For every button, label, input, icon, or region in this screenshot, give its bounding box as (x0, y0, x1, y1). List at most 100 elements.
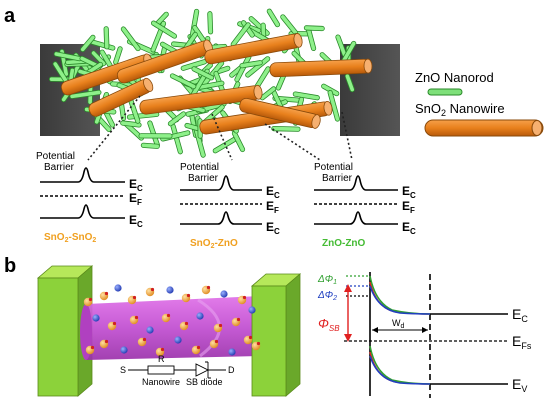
red-dot (134, 315, 139, 320)
red-dot (132, 295, 137, 300)
blue-particle (114, 284, 122, 292)
zno-nanorod (167, 111, 187, 127)
zno-nanorod (271, 126, 301, 132)
red-dot (142, 337, 147, 342)
ec2-label-2: EC (266, 220, 280, 236)
blue-particle (92, 314, 100, 322)
potential-barrier-label-1: Potential (36, 151, 75, 162)
right-electrode-block (250, 273, 302, 397)
sno2-nanowire (116, 39, 213, 84)
blue-particle (146, 326, 154, 334)
red-dot (214, 339, 219, 344)
ef-label-1: EF (129, 191, 142, 207)
sno2-nanowire (139, 84, 263, 115)
ev-band-label: EV (512, 376, 527, 394)
ec2-curve-1 (40, 204, 125, 219)
ev-curve-green (369, 345, 431, 385)
legend: ZnO Nanorod SnO2 Nanowire (415, 70, 544, 137)
junction-pointers (87, 95, 353, 161)
sno2-nanowire-network (60, 33, 373, 135)
zno-nanorod (90, 50, 107, 67)
blue-particle (248, 306, 256, 314)
red-dot (104, 291, 109, 296)
blue-particle (220, 290, 228, 298)
zno-nanorod (207, 11, 214, 35)
ec-curve-green (369, 275, 431, 315)
blue-particle (166, 286, 174, 294)
zno-nanorod (306, 27, 317, 52)
potential-barrier-label-3b: Barrier (322, 173, 353, 184)
red-dot (112, 321, 117, 326)
zno-nanorod (303, 25, 325, 32)
ec2-curve-3 (314, 211, 398, 225)
sno2-nanowire (239, 97, 321, 129)
nanowire-label: Nanowire (142, 377, 180, 387)
legend-sno2-label: SnO2 Nanowire (415, 101, 505, 118)
red-dot (186, 293, 191, 298)
diode-symbol (195, 361, 226, 379)
zno-nanorod (292, 91, 320, 101)
sno2-nanowire (204, 33, 303, 65)
sno2-nanowire (269, 58, 373, 78)
legend-sno2-swatch (424, 119, 544, 137)
sno2-nanowire (88, 77, 154, 117)
ec2-label-1: EC (129, 213, 143, 229)
red-dot (196, 345, 201, 350)
zno-nanorod (69, 89, 102, 99)
ec-curve-3 (314, 175, 398, 191)
ec-curve-blue (369, 285, 431, 315)
zno-nanorod (120, 26, 141, 52)
ec-label-1: EC (129, 177, 143, 193)
delta-phi-2-label: ΔΦ2 (317, 290, 337, 302)
ef-label-3: EF (402, 199, 415, 215)
ec-label-2: EC (266, 184, 280, 200)
panel-a-label: a (4, 5, 16, 27)
resistor-symbol (147, 365, 175, 375)
red-dot (206, 285, 211, 290)
legend-zno-label: ZnO Nanorod (415, 70, 494, 85)
zno-nanorod (103, 26, 110, 50)
red-dot (104, 339, 109, 344)
ec-band-label: EC (512, 306, 528, 324)
red-dot (166, 313, 171, 318)
legend-zno-swatch (427, 88, 463, 96)
ec-label-3: EC (402, 184, 416, 200)
potential-barrier-label-2: Potential (180, 162, 219, 173)
red-dot (256, 341, 261, 346)
zno-nanorod (80, 34, 96, 53)
red-dot (160, 347, 165, 352)
circuit-s-label: S (120, 365, 126, 375)
zno-nanorod (266, 8, 281, 28)
zno-nanorod (239, 60, 263, 69)
ec-curve-1 (40, 167, 125, 183)
phi-sb-label: ΦSB (318, 316, 340, 333)
zno-nanorod (150, 20, 178, 39)
circuit-d-label: D (228, 365, 235, 375)
adsorbed-particles (83, 284, 261, 357)
zno-nanorod (259, 86, 277, 101)
ec-curve-2 (180, 175, 262, 191)
sb-diode-label: SB diode (186, 377, 223, 387)
efs-band-label: EFs (512, 333, 532, 351)
nanowire-body (80, 296, 266, 360)
blue-particle (196, 312, 204, 320)
red-dot (88, 297, 93, 302)
junction-title-1: SnO2-SnO2 (44, 232, 96, 244)
potential-barrier-label-2b: Barrier (188, 173, 219, 184)
red-dot (184, 321, 189, 326)
blue-particle (228, 348, 236, 356)
zno-nanorod (191, 66, 215, 81)
junction-title-2: SnO2-ZnO (190, 238, 238, 250)
zno-nanorod (169, 73, 197, 90)
junction-band-2: Potential Barrier EC EF EC SnO2-ZnO (180, 162, 280, 250)
circuit-r-label: R (158, 354, 165, 364)
ec2-label-3: EC (402, 220, 416, 236)
red-dot (90, 345, 95, 350)
schottky-band-diagram: ΔΦ1 ΔΦ2 ΦSB Wd EC EFs EV (317, 272, 532, 398)
ev-curve-blue (369, 355, 431, 385)
blue-particle (174, 336, 182, 344)
delta-phi-1-label: ΔΦ1 (317, 274, 337, 286)
red-dot (236, 317, 241, 322)
junction-band-3: Potential Barrier EC EF EC ZnO-ZnO (314, 162, 416, 249)
